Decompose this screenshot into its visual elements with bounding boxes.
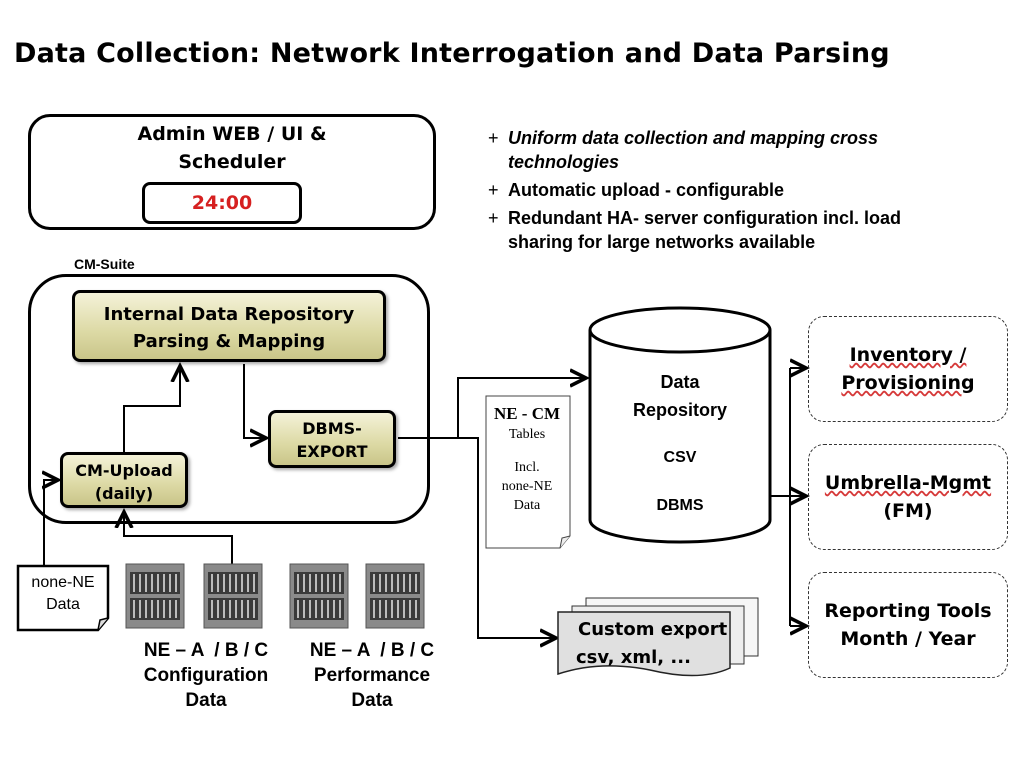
cm-upload-box: CM-Upload (daily)	[60, 452, 188, 508]
output-line2: Provisioning	[841, 372, 975, 394]
dbms-export-line1: DBMS-	[302, 419, 362, 438]
bullet-text: Automatic upload - configurable	[508, 180, 785, 200]
bullet-item: + Automatic upload - configurable	[488, 178, 1008, 202]
perf-line1: NE – A / B / C	[309, 640, 435, 661]
ne-cm-line: Data	[513, 498, 541, 513]
scheduler-time: 24:00	[142, 182, 302, 224]
data-repository-label: Data Repository CSV DBMS	[590, 368, 770, 520]
data-repo-line1: Data	[660, 372, 700, 392]
arrow-dbms-to-custom	[458, 437, 556, 638]
arrow-none-ne-to-upload	[44, 480, 58, 568]
ne-cm-line: none-NE	[501, 479, 553, 494]
feature-bullet-list: + Uniform data collection and mapping cr…	[488, 126, 1008, 258]
ne-rack-images	[125, 563, 425, 629]
ne-cm-line: Tables	[508, 427, 546, 442]
bullet-text: sharing for large networks available	[508, 232, 816, 252]
bullet-item: + Redundant HA- server configuration inc…	[488, 206, 1008, 254]
ne-cm-heading: NE - CM	[493, 404, 561, 423]
custom-export-stack	[557, 597, 759, 677]
internal-repo-line1: Internal Data Repository	[103, 304, 355, 325]
data-repo-csv: CSV	[663, 449, 697, 466]
bullet-text: Uniform data collection and mapping cros…	[508, 128, 879, 148]
custom-export-line1: Custom export	[578, 619, 728, 640]
output-reporting-tools: Reporting Tools Month / Year	[808, 572, 1008, 678]
bullet-text: technologies	[508, 152, 620, 172]
cm-upload-line1: CM-Upload	[75, 461, 173, 480]
admin-title: Admin WEB / UI & Scheduler	[28, 120, 436, 176]
bullet-marker: +	[488, 208, 499, 228]
custom-export-line2: csv, xml, ...	[576, 647, 691, 668]
internal-repo-line2: Parsing & Mapping	[132, 331, 326, 352]
cm-upload-line2: (daily)	[94, 484, 154, 503]
data-repository-cylinder	[588, 306, 772, 544]
custom-export-label: Custom export csv, xml, ...	[576, 616, 728, 672]
cm-suite-label: CM-Suite	[74, 256, 135, 272]
none-ne-line2: Data	[46, 596, 80, 613]
bullet-marker: +	[488, 128, 499, 148]
output-line2: Month / Year	[840, 628, 976, 650]
admin-web-ui-box	[28, 114, 436, 230]
output-inventory-provisioning: Inventory / Provisioning	[808, 316, 1008, 422]
bullet-marker: +	[488, 180, 499, 200]
internal-data-repository-box: Internal Data Repository Parsing & Mappi…	[72, 290, 386, 362]
output-line1: Umbrella-Mgmt	[824, 472, 992, 494]
cfg-line3: Data	[185, 690, 227, 711]
none-ne-line1: none-NE	[31, 574, 95, 591]
arrow-repo-to-dbms	[243, 364, 266, 438]
none-ne-data-note: none-NE Data	[20, 568, 106, 628]
page-title: Data Collection: Network Interrogation a…	[14, 38, 890, 69]
cm-suite-box	[28, 274, 430, 524]
perf-line2: Performance	[313, 665, 431, 686]
admin-title-line2: Scheduler	[178, 151, 286, 173]
dbms-export-box: DBMS- EXPORT	[268, 410, 396, 468]
data-repo-dbms: DBMS	[656, 497, 704, 514]
bullet-item: + Uniform data collection and mapping cr…	[488, 126, 1008, 174]
ne-cm-line: Incl.	[514, 460, 540, 475]
configuration-data-label: NE – A / B / C Configuration Data	[128, 638, 284, 713]
data-repo-line2: Repository	[632, 400, 728, 420]
output-line1: Reporting Tools	[824, 600, 992, 622]
bullet-text: Redundant HA- server configuration incl.…	[508, 208, 902, 228]
dbms-export-line2: EXPORT	[296, 442, 368, 461]
output-line2: (FM)	[883, 500, 933, 522]
output-line1: Inventory /	[849, 344, 967, 366]
cfg-line1: NE – A / B / C	[143, 640, 269, 661]
admin-title-line1: Admin WEB / UI &	[137, 123, 327, 145]
perf-line3: Data	[351, 690, 393, 711]
cfg-line2: Configuration	[143, 665, 269, 686]
arrow-upload-to-repo	[123, 366, 180, 452]
performance-data-label: NE – A / B / C Performance Data	[294, 638, 450, 713]
ne-cm-tables-document: NE - CM Tables Incl. none-NE Data	[486, 396, 568, 546]
output-umbrella-mgmt: Umbrella-Mgmt (FM)	[808, 444, 1008, 550]
arrow-racks-to-upload	[124, 512, 233, 566]
